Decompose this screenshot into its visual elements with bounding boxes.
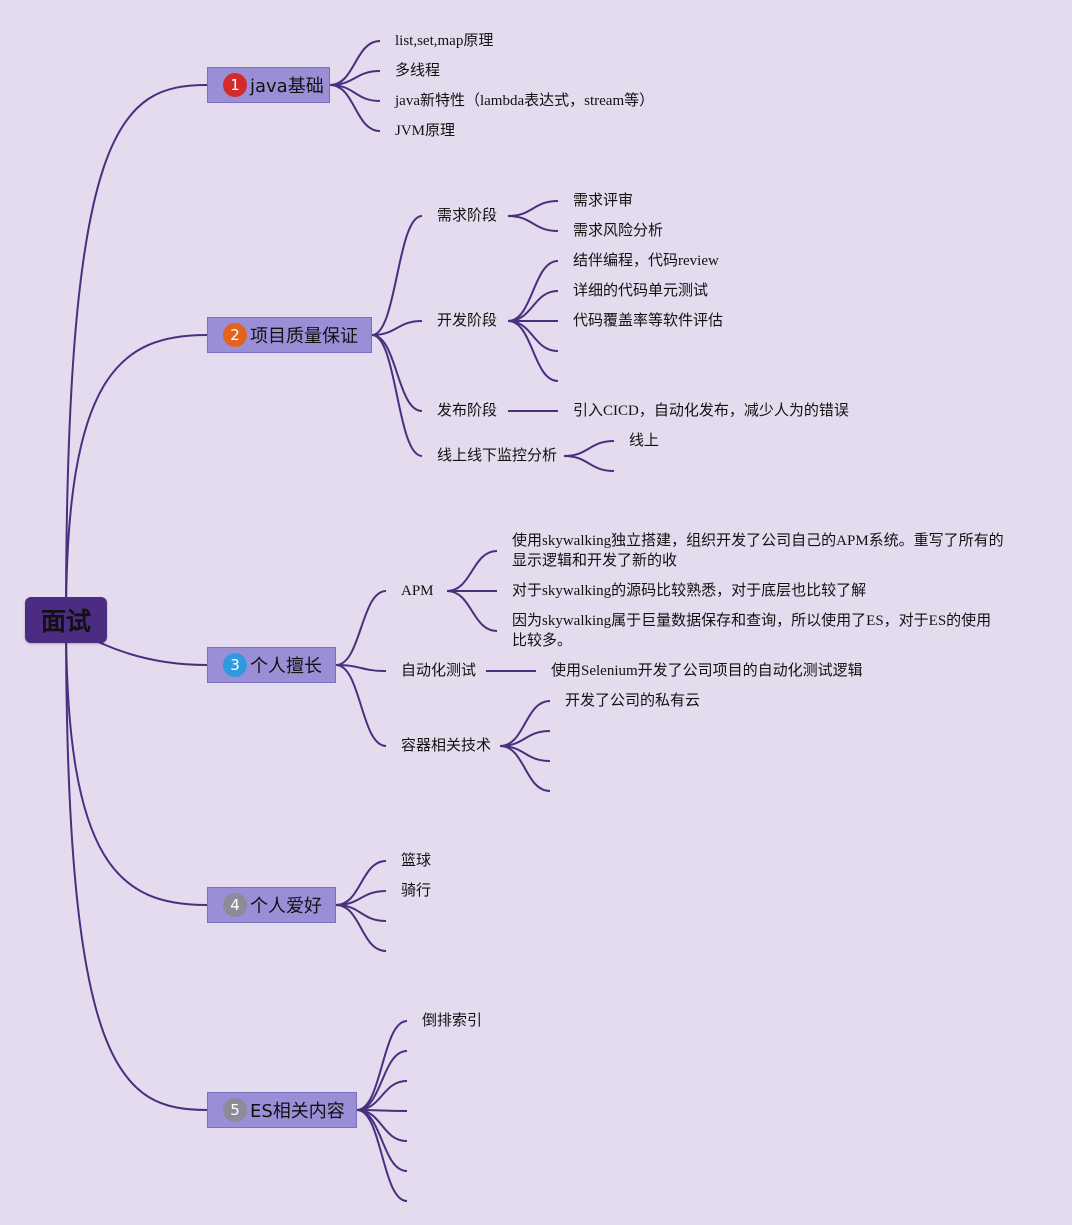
topic-label: java基础 <box>250 76 324 97</box>
connector-line <box>507 320 559 352</box>
leaf-node[interactable]: 使用skywalking独立搭建，组织开发了公司自己的APM系统。重写了所有的显… <box>512 533 1004 569</box>
subtopic-node[interactable]: 发布阶段 <box>437 403 498 419</box>
leaf-node[interactable]: 篮球 <box>401 853 432 869</box>
topic-project-quality[interactable]: 2 项目质量保证 <box>207 317 372 353</box>
leaf-node[interactable]: 倒排索引 <box>422 1013 483 1029</box>
topic-label: 个人擅长 <box>250 656 322 677</box>
connector-line <box>371 334 423 457</box>
subtopic-node[interactable]: 需求阶段 <box>437 208 498 224</box>
connector-line <box>356 1109 408 1142</box>
leaf-node[interactable]: 因为skywalking属于巨量数据保存和查询，所以使用了ES，对于ES的使用比… <box>512 613 992 649</box>
connector-line <box>507 290 559 322</box>
connector-line <box>507 215 559 232</box>
leaf-node[interactable]: 骑行 <box>401 883 432 899</box>
connector-line <box>446 550 498 592</box>
leaf-node[interactable]: 线上 <box>629 433 660 449</box>
leaf-node[interactable]: 引入CICD，自动化发布，减少人为的错误 <box>573 403 849 419</box>
leaf-node[interactable]: java新特性（lambda表达式，stream等） <box>395 93 655 109</box>
connector-line <box>371 320 423 336</box>
number-5-icon: 5 <box>223 1098 247 1122</box>
leaf-node[interactable]: 需求风险分析 <box>573 223 664 239</box>
connector-line <box>335 664 387 672</box>
connector-line <box>335 904 387 952</box>
connector-line <box>335 590 387 666</box>
number-4-icon: 4 <box>223 893 247 917</box>
connector-line <box>65 619 208 1111</box>
leaf-node[interactable]: 使用Selenium开发了公司项目的自动化测试逻辑 <box>551 663 863 679</box>
leaf-node[interactable]: 详细的代码单元测试 <box>573 283 709 299</box>
connector-line <box>446 590 498 632</box>
connector-line <box>563 455 615 472</box>
topic-hobbies[interactable]: 4 个人爱好 <box>207 887 336 923</box>
leaf-node[interactable]: list,set,map原理 <box>395 33 494 49</box>
leaf-node[interactable]: 开发了公司的私有云 <box>565 693 701 709</box>
connector-line <box>507 320 559 382</box>
connector-line <box>65 84 208 621</box>
connector-line <box>356 1020 408 1111</box>
subtopic-node[interactable]: 自动化测试 <box>401 663 477 679</box>
connector-line <box>371 215 423 336</box>
connector-line <box>499 745 551 792</box>
leaf-node[interactable]: 需求评审 <box>573 193 634 209</box>
leaf-node[interactable]: 结伴编程，代码review <box>573 253 719 269</box>
leaf-node[interactable]: 对于skywalking的源码比较熟悉，对于底层也比较了解 <box>512 583 867 599</box>
connector-line <box>507 260 559 322</box>
topic-label: 个人爱好 <box>250 896 322 917</box>
subtopic-node[interactable]: 开发阶段 <box>437 313 498 329</box>
leaf-node[interactable]: 代码覆盖率等软件评估 <box>573 313 724 329</box>
topic-personal-skills[interactable]: 3 个人擅长 <box>207 647 336 683</box>
number-2-icon: 2 <box>223 323 247 347</box>
connector-line <box>507 200 559 217</box>
connector-line <box>356 1050 408 1111</box>
connector-line <box>335 664 387 747</box>
leaf-node[interactable]: JVM原理 <box>395 123 456 139</box>
subtopic-node[interactable]: 容器相关技术 <box>401 738 492 754</box>
number-3-icon: 3 <box>223 653 247 677</box>
topic-label: ES相关内容 <box>250 1101 345 1122</box>
topic-es-content[interactable]: 5 ES相关内容 <box>207 1092 357 1128</box>
subtopic-node[interactable]: 线上线下监控分析 <box>437 448 558 464</box>
topic-java-basics[interactable]: 1 java基础 <box>207 67 330 103</box>
connector-line <box>329 84 381 132</box>
topic-label: 项目质量保证 <box>250 326 358 347</box>
leaf-node[interactable]: 多线程 <box>395 63 441 79</box>
connector-line <box>65 334 208 621</box>
connector-line <box>65 619 208 906</box>
number-1-icon: 1 <box>223 73 247 97</box>
connector-line <box>356 1109 408 1202</box>
root-node[interactable]: 面试 <box>25 597 107 643</box>
subtopic-node[interactable]: APM <box>401 583 434 599</box>
root-label: 面试 <box>40 607 91 636</box>
connector-line <box>563 440 615 457</box>
